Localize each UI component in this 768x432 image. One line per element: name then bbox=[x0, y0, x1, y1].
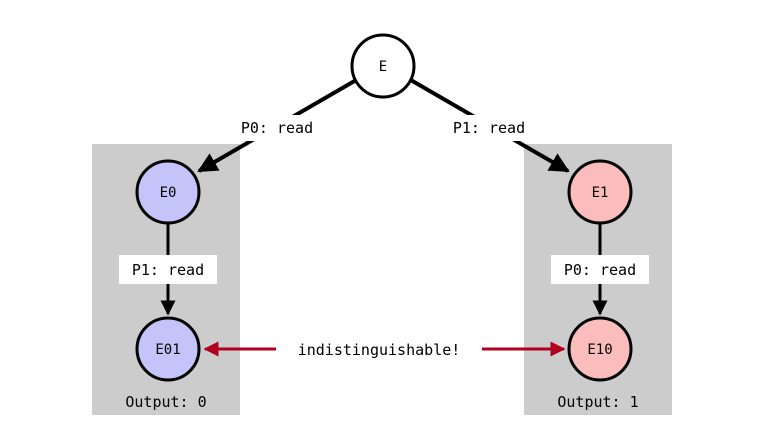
node-e10: E10 bbox=[567, 316, 633, 382]
node-root: E bbox=[350, 33, 416, 99]
node-e1: E1 bbox=[567, 159, 633, 225]
output-right-label: Output: 1 bbox=[557, 393, 638, 411]
output-left-label: Output: 0 bbox=[125, 393, 206, 411]
edge-label-e1-e10-bg bbox=[551, 255, 649, 284]
node-root-label: E bbox=[379, 59, 387, 75]
edge-label-root-e0: P0: read bbox=[241, 119, 313, 137]
node-e01: E01 bbox=[135, 316, 201, 382]
edge-label-e0-e01: P1: read bbox=[132, 261, 204, 279]
edge-label-root-e0-bg bbox=[224, 115, 324, 141]
node-e01-label: E01 bbox=[155, 342, 180, 358]
edge-label-root-e1: P1: read bbox=[453, 119, 525, 137]
node-e0-label: E0 bbox=[160, 185, 177, 201]
edge-label-root-e1-bg bbox=[438, 115, 538, 141]
node-e1-label: E1 bbox=[592, 185, 609, 201]
node-e0: E0 bbox=[135, 159, 201, 225]
relation-label: indistinguishable! bbox=[298, 341, 461, 359]
edge-label-e1-e10: P0: read bbox=[564, 261, 636, 279]
node-e10-label: E10 bbox=[587, 342, 612, 358]
edge-label-e0-e01-bg bbox=[119, 255, 217, 284]
